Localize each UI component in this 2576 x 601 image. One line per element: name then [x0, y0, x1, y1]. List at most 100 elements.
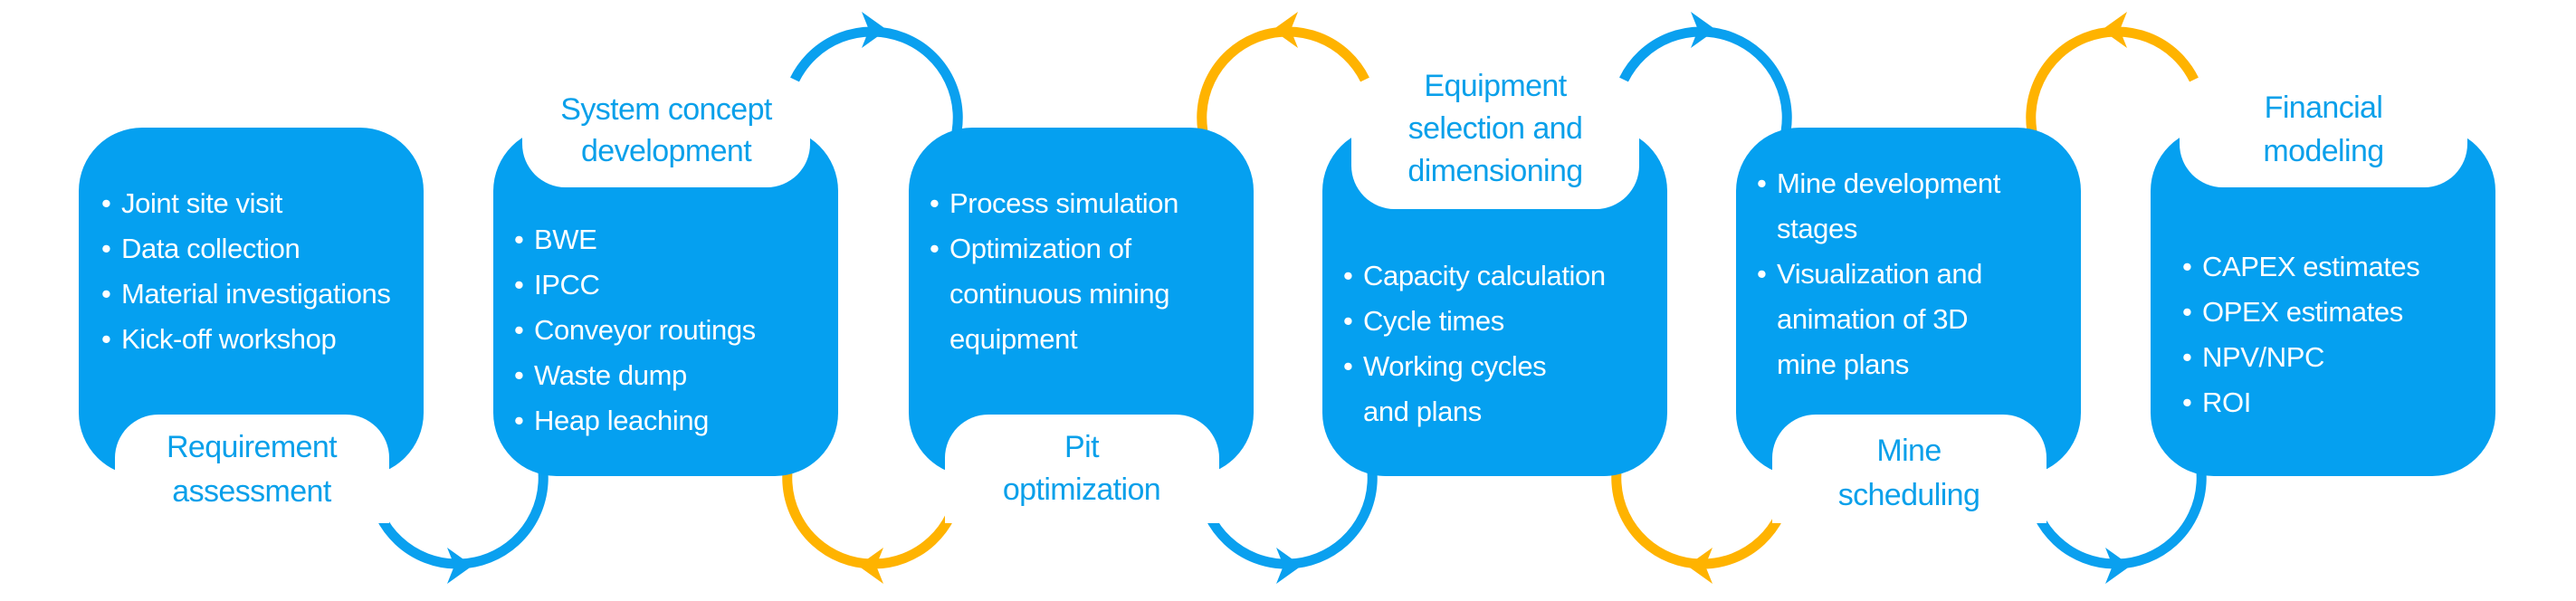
arrow-left-icon	[1687, 548, 1713, 584]
bullet-item-line: • Kick-off workshop	[101, 317, 337, 362]
step-title-line: System concept	[560, 92, 772, 127]
bottom-connector-arc	[376, 451, 549, 569]
step-title-line: Mine	[1876, 434, 1942, 468]
bullet-item-line: equipment	[949, 317, 1078, 362]
bullet-text: equipment	[949, 323, 1078, 355]
top-connector-arc	[790, 26, 963, 145]
arrow-left-icon	[858, 548, 883, 584]
bullet-dot-icon: •	[2182, 251, 2192, 282]
bullet-text: animation of 3D	[1777, 303, 1969, 335]
process-step-card	[493, 110, 838, 476]
bullet-item-line: • Data collection	[101, 226, 301, 272]
arrow-left-icon	[2102, 12, 2127, 48]
bullet-item-line: •NPV/NPC	[2182, 335, 2325, 380]
arrow-right-icon	[2105, 548, 2131, 584]
step-title-line: scheduling	[1837, 478, 1980, 512]
bullet-item-line: •Cycle times	[1343, 299, 1504, 344]
bullet-item-line: and plans	[1363, 389, 1482, 434]
bullet-item-line: • Conveyor routings	[514, 308, 756, 353]
bullet-text: Optimization of	[949, 233, 1131, 264]
bullet-dot-icon: •	[1757, 167, 1767, 199]
bullet-text: Heap leaching	[534, 405, 710, 436]
bullet-item-line: • Working cycles	[1343, 344, 1547, 389]
bullet-item-line: •Material investigations	[101, 272, 391, 317]
top-connector-arc	[1197, 26, 1369, 145]
bullet-text: Process simulation	[949, 187, 1178, 219]
arrow-right-icon	[1276, 548, 1302, 584]
bullet-text: Kick-off workshop	[121, 323, 337, 355]
bullet-dot-icon: •	[101, 323, 111, 355]
bullet-item-line: • Process simulation	[930, 181, 1178, 226]
bullet-item-line: continuous mining	[949, 272, 1169, 317]
bullet-dot-icon: •	[514, 405, 524, 436]
bullet-text: Joint site visit	[121, 187, 282, 219]
bullet-dot-icon: •	[514, 224, 524, 255]
step-title-tab	[2180, 110, 2467, 187]
bullet-dot-icon: •	[1343, 260, 1353, 291]
bottom-connector-arc	[782, 451, 955, 569]
bullet-dot-icon: •	[101, 187, 111, 219]
bullet-dot-icon: •	[514, 359, 524, 391]
step-title-line: assessment	[172, 474, 331, 509]
bullet-item-line: • ROI	[2182, 380, 2251, 425]
bullet-dot-icon: •	[2182, 386, 2192, 418]
bullet-dot-icon: •	[930, 233, 940, 264]
bullet-text: Capacity calculation	[1363, 260, 1606, 291]
bullet-text: Visualization and	[1777, 258, 1983, 290]
step-title-line: dimensioning	[1407, 154, 1583, 188]
bullet-item-line: • Mine development	[1757, 161, 2000, 206]
bullet-item-line: • Optimization of	[930, 226, 1131, 272]
step-title-tab	[115, 415, 389, 523]
top-connector-arc	[1619, 26, 1792, 145]
bullet-item-line: • CAPEX estimates	[2182, 244, 2420, 290]
bullet-item-line: • Heap leaching	[514, 398, 710, 444]
step-title-line: selection and	[1407, 111, 1583, 146]
bullet-item-line: •IPCC	[514, 262, 600, 308]
step-title-line: Equipment	[1424, 69, 1567, 103]
bullet-text: CAPEX estimates	[2202, 251, 2420, 282]
bullet-item-line: animation of 3D	[1777, 297, 1969, 342]
bullet-dot-icon: •	[101, 278, 111, 310]
bullet-item-line: • Joint site visit	[101, 181, 282, 226]
bullet-text: IPCC	[534, 269, 600, 300]
bullet-text: BWE	[534, 224, 597, 255]
bullet-text: Data collection	[121, 233, 301, 264]
bullet-dot-icon: •	[101, 233, 111, 264]
bullet-item-line: • Waste dump	[514, 353, 687, 398]
bullet-text: Waste dump	[534, 359, 687, 391]
bullet-text: NPV/NPC	[2202, 341, 2325, 373]
process-step-card	[2151, 110, 2495, 476]
bullet-text: stages	[1777, 213, 1857, 244]
bullet-dot-icon: •	[930, 187, 940, 219]
bullet-text: OPEX estimates	[2202, 296, 2403, 328]
bullet-dot-icon: •	[2182, 296, 2192, 328]
step-title-tab	[1351, 110, 1639, 209]
step-title-line: modeling	[2263, 134, 2384, 168]
bullet-item-line: mine plans	[1777, 342, 1909, 387]
step-title-line: optimization	[1002, 472, 1161, 507]
process-step-card	[79, 128, 424, 523]
bullet-text: and plans	[1363, 396, 1482, 427]
bullet-dot-icon: •	[1343, 350, 1353, 382]
process-step-card	[909, 128, 1254, 523]
bottom-connector-arc	[1611, 451, 1784, 569]
process-step-card	[1736, 128, 2081, 523]
bullet-dot-icon: •	[514, 314, 524, 346]
bullet-text: Mine development	[1777, 167, 2000, 199]
step-title-tab	[945, 415, 1219, 523]
bullet-item-line: • BWE	[514, 217, 597, 262]
bottom-connector-arc	[2034, 451, 2207, 569]
bullet-text: Conveyor routings	[534, 314, 756, 346]
bullet-text: ROI	[2202, 386, 2251, 418]
bullet-item-line: • OPEX estimates	[2182, 290, 2403, 335]
process-step-card	[1322, 110, 1667, 476]
bullet-item-line: • Capacity calculation	[1343, 253, 1606, 299]
step-title-line: Pit	[1064, 430, 1099, 464]
arrow-right-icon	[862, 12, 887, 48]
bullet-text: Working cycles	[1363, 350, 1547, 382]
step-title-line: development	[580, 134, 752, 168]
bullet-text: mine plans	[1777, 348, 1909, 380]
bullet-dot-icon: •	[1343, 305, 1353, 337]
bullet-text: continuous mining	[949, 278, 1170, 310]
